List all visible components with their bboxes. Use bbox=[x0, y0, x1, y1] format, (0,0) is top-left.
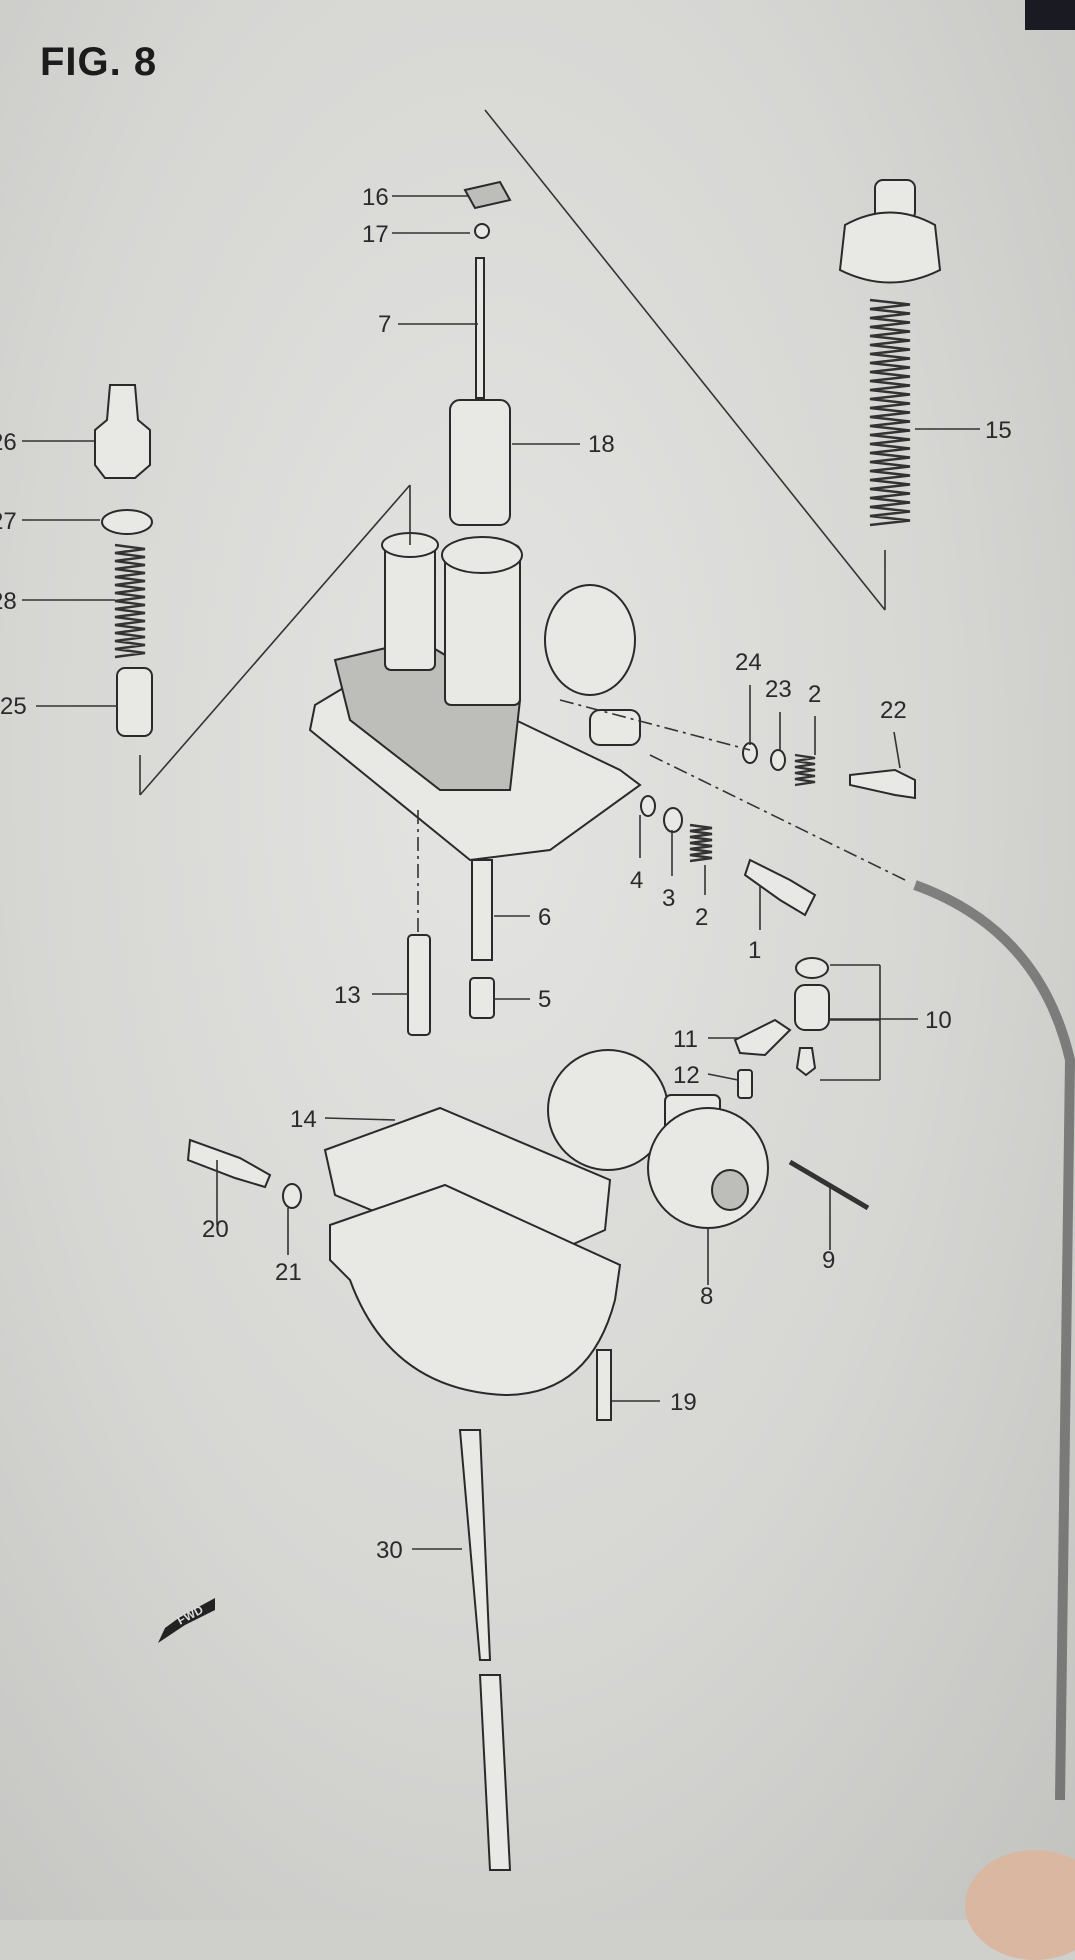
washer-part bbox=[742, 742, 758, 764]
throttle-stop-screw-part bbox=[743, 858, 817, 917]
callout-label-13: 13 bbox=[334, 982, 361, 1009]
callout-label-11: 11 bbox=[673, 1026, 698, 1053]
retainer-screw-part bbox=[737, 1069, 753, 1099]
seat-retainer-part bbox=[733, 1018, 792, 1057]
carburetor-exploded-diagram: FWD 161771815262728252423222432161351011… bbox=[0, 109, 1075, 1871]
o-ring-part bbox=[101, 509, 153, 535]
callout-label-23: 23 bbox=[765, 676, 792, 703]
main-jet-part bbox=[469, 977, 495, 1019]
callout-label-8: 8 bbox=[700, 1283, 713, 1310]
callout-label-5: 5 bbox=[538, 986, 551, 1013]
callout-label-25: 25 bbox=[0, 693, 27, 720]
drain-washer-part bbox=[282, 1183, 302, 1209]
callout-label-3: 3 bbox=[662, 885, 675, 912]
callout-label-30: 30 bbox=[376, 1537, 403, 1564]
throttle-spring-part bbox=[869, 298, 911, 527]
valve-seat-part bbox=[794, 984, 830, 1031]
float-chamber-part bbox=[329, 1183, 622, 1397]
callout-label-4: 4 bbox=[630, 867, 643, 894]
screw-springs-part bbox=[689, 753, 816, 863]
callout-leader-line bbox=[893, 731, 901, 769]
seat-o-ring-part bbox=[795, 957, 829, 979]
e-ring-part bbox=[474, 223, 490, 239]
washer-part bbox=[770, 749, 786, 771]
starter-plunger-part bbox=[116, 667, 153, 737]
callout-leader-line bbox=[324, 1117, 396, 1121]
callout-label-9: 9 bbox=[822, 1247, 835, 1274]
callout-label-27: 27 bbox=[0, 508, 17, 535]
throttle-cap-part bbox=[838, 179, 942, 284]
drain-tube-part bbox=[458, 1429, 492, 1661]
throttle-cable bbox=[913, 880, 1075, 1801]
callout-label-15: 15 bbox=[985, 417, 1012, 444]
callout-label-20: 20 bbox=[202, 1216, 229, 1243]
callout-label-6: 6 bbox=[538, 904, 551, 931]
float-needle-part bbox=[795, 1047, 817, 1077]
callout-label-10: 10 bbox=[925, 1007, 952, 1034]
starter-spring-part bbox=[114, 543, 146, 659]
float-part bbox=[547, 1049, 769, 1229]
pilot-screw-part bbox=[849, 768, 916, 800]
pilot-jet-part bbox=[407, 934, 431, 1036]
forward-direction-arrow: FWD bbox=[158, 1598, 215, 1643]
drain-screw-part bbox=[186, 1138, 272, 1189]
throttle-valve-part bbox=[449, 399, 511, 526]
needle-jet-part bbox=[471, 859, 493, 961]
assembly-line bbox=[820, 964, 881, 1081]
jet-needle-part bbox=[475, 257, 485, 399]
callout-label-12: 12 bbox=[673, 1062, 700, 1089]
chamber-screw-part bbox=[596, 1349, 612, 1421]
carburetor-body-part bbox=[308, 532, 642, 862]
callout-leader-line bbox=[707, 1073, 739, 1081]
assembly-line bbox=[139, 484, 411, 796]
needle-clip-part bbox=[463, 180, 512, 210]
callout-label-2: 2 bbox=[808, 681, 821, 708]
callout-label-1: 1 bbox=[748, 937, 761, 964]
washer-part bbox=[640, 795, 656, 817]
washer-part bbox=[663, 807, 683, 833]
callout-label-16: 16 bbox=[362, 184, 389, 211]
assembly-line bbox=[417, 699, 906, 935]
drain-tube-part bbox=[478, 1674, 512, 1871]
float-pin-part bbox=[788, 1159, 870, 1211]
callout-label-17: 17 bbox=[362, 221, 389, 248]
callout-label-21: 21 bbox=[275, 1259, 302, 1286]
callout-label-2: 2 bbox=[695, 904, 708, 931]
assembly-line bbox=[484, 109, 886, 611]
callout-label-24: 24 bbox=[735, 649, 762, 676]
callout-label-7: 7 bbox=[378, 311, 391, 338]
background-edge bbox=[1025, 0, 1075, 30]
callout-label-19: 19 bbox=[670, 1389, 697, 1416]
callout-label-22: 22 bbox=[880, 697, 907, 724]
callout-label-28: 28 bbox=[0, 588, 17, 615]
callout-label-26: 26 bbox=[0, 429, 17, 456]
callout-label-18: 18 bbox=[588, 431, 615, 458]
figure-title: FIG. 8 bbox=[40, 40, 158, 84]
callout-label-14: 14 bbox=[290, 1106, 317, 1133]
fitting-part bbox=[94, 384, 151, 479]
